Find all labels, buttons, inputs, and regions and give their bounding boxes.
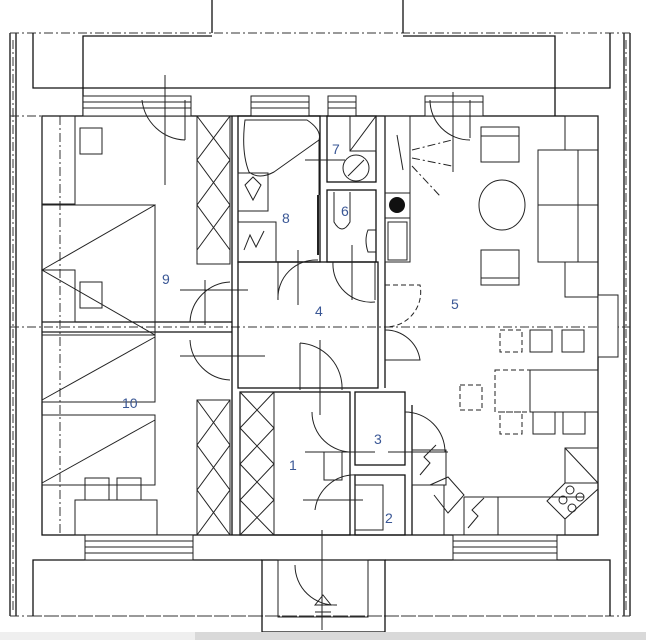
- room-labels: 1 2 3 4 5 6 7 8 9 10: [122, 141, 459, 526]
- kitchen-counter: [411, 444, 599, 535]
- room-label-3: 3: [374, 431, 382, 447]
- wardrobes: [196, 115, 275, 536]
- scrollbar-track-left: [0, 632, 195, 640]
- top-terrace: [32, 0, 611, 116]
- living-furniture: [478, 115, 599, 298]
- entry-fixtures: [323, 451, 384, 531]
- stove-icon: [565, 485, 575, 495]
- bathtub-icon: [243, 119, 320, 177]
- room-label-4: 4: [315, 303, 323, 319]
- room-label-10: 10: [122, 395, 138, 411]
- dining-table: [459, 329, 599, 435]
- room-label-5: 5: [451, 296, 459, 312]
- entrance-arrow-icon: [313, 594, 333, 613]
- sink-icon: [244, 176, 262, 202]
- single-beds: [41, 331, 158, 536]
- exterior-walls: [41, 95, 619, 561]
- boiler-icon: [389, 197, 405, 213]
- room-label-9: 9: [162, 271, 170, 287]
- room-label-8: 8: [282, 210, 290, 226]
- room-label-7: 7: [332, 141, 340, 157]
- horizontal-scrollbar[interactable]: [195, 632, 646, 640]
- coffee-table-icon: [478, 179, 526, 231]
- utility-column: [384, 115, 453, 263]
- interior-walls: [42, 115, 413, 536]
- bathroom-fixtures: [237, 115, 377, 263]
- toilet-6-icon: [333, 192, 351, 230]
- doors: [141, 75, 471, 630]
- washer-icon: [243, 230, 265, 251]
- room-label-6: 6: [341, 203, 349, 219]
- toilet-7-icon: [342, 154, 370, 182]
- room-label-1: 1: [289, 457, 297, 473]
- double-bed: [40, 115, 156, 336]
- room-label-2: 2: [385, 510, 393, 526]
